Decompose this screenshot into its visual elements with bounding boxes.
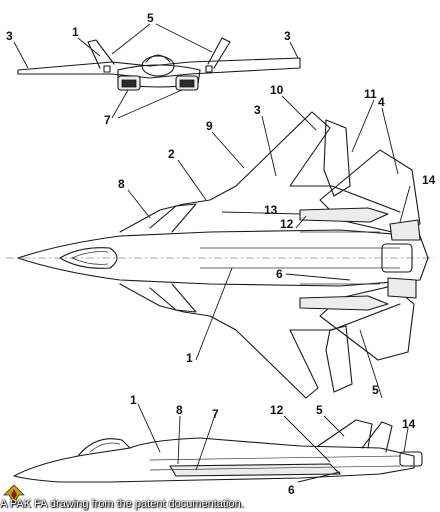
front-label-7: 7 bbox=[104, 113, 111, 127]
front-label-3-left: 3 bbox=[6, 29, 13, 43]
top-label-1: 1 bbox=[186, 351, 193, 365]
watermark-logo bbox=[3, 484, 25, 504]
top-label-14: 14 bbox=[422, 173, 436, 187]
side-view: 1 8 7 12 5 14 6 bbox=[13, 393, 423, 497]
top-label-2: 2 bbox=[168, 147, 175, 161]
side-label-14: 14 bbox=[402, 417, 416, 431]
top-label-9: 9 bbox=[206, 119, 213, 133]
figure-caption: A PAK FA drawing from the patent documen… bbox=[0, 498, 244, 510]
side-label-7: 7 bbox=[212, 407, 219, 421]
top-label-8: 8 bbox=[118, 177, 125, 191]
top-label-5: 5 bbox=[372, 383, 379, 397]
side-label-1: 1 bbox=[130, 393, 137, 407]
top-view: 10 11 4 9 3 2 8 14 13 12 6 1 5 bbox=[6, 83, 436, 399]
top-label-10: 10 bbox=[270, 83, 284, 97]
top-label-13: 13 bbox=[264, 203, 278, 217]
side-label-8: 8 bbox=[176, 403, 183, 417]
side-label-5: 5 bbox=[316, 403, 323, 417]
top-label-11: 11 bbox=[364, 87, 377, 101]
top-label-12: 12 bbox=[280, 217, 294, 231]
front-label-3-right: 3 bbox=[284, 29, 291, 43]
front-label-1: 1 bbox=[72, 25, 79, 39]
side-label-6: 6 bbox=[288, 483, 295, 497]
front-view: 1 5 3 3 7 bbox=[6, 11, 301, 127]
front-label-5: 5 bbox=[147, 11, 154, 25]
top-label-6: 6 bbox=[276, 267, 283, 281]
top-label-4: 4 bbox=[378, 95, 385, 109]
side-label-12: 12 bbox=[270, 403, 284, 417]
top-label-3: 3 bbox=[254, 103, 261, 117]
